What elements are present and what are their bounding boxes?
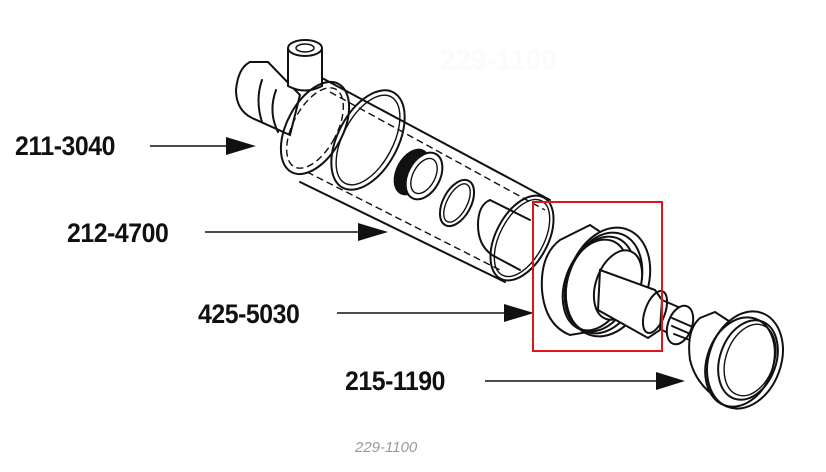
- part-threaded-adapter: [540, 223, 669, 340]
- part-inner-sleeve: [477, 199, 531, 271]
- arrow-211-3040: [150, 137, 256, 155]
- assembly-caption: 229-1100: [355, 439, 418, 456]
- part-flanged-fitting: [661, 299, 784, 410]
- part-label-211-3040: 211-3040: [15, 131, 115, 161]
- part-end-cap: [234, 39, 351, 176]
- part-label-212-4700: 212-4700: [67, 218, 169, 248]
- part-tube-body: [299, 77, 555, 283]
- arrow-212-4700: [205, 223, 388, 241]
- highlight-box-425-5030: [532, 201, 663, 352]
- part-o-ring: [438, 178, 476, 228]
- part-threaded-ring: [393, 148, 444, 201]
- part-label-425-5030: 425-5030: [198, 299, 300, 329]
- part-label-215-1190: 215-1190: [345, 366, 445, 396]
- arrow-215-1190: [485, 372, 685, 390]
- arrow-425-5030: [337, 304, 534, 322]
- watermark: 229-1100: [440, 44, 557, 75]
